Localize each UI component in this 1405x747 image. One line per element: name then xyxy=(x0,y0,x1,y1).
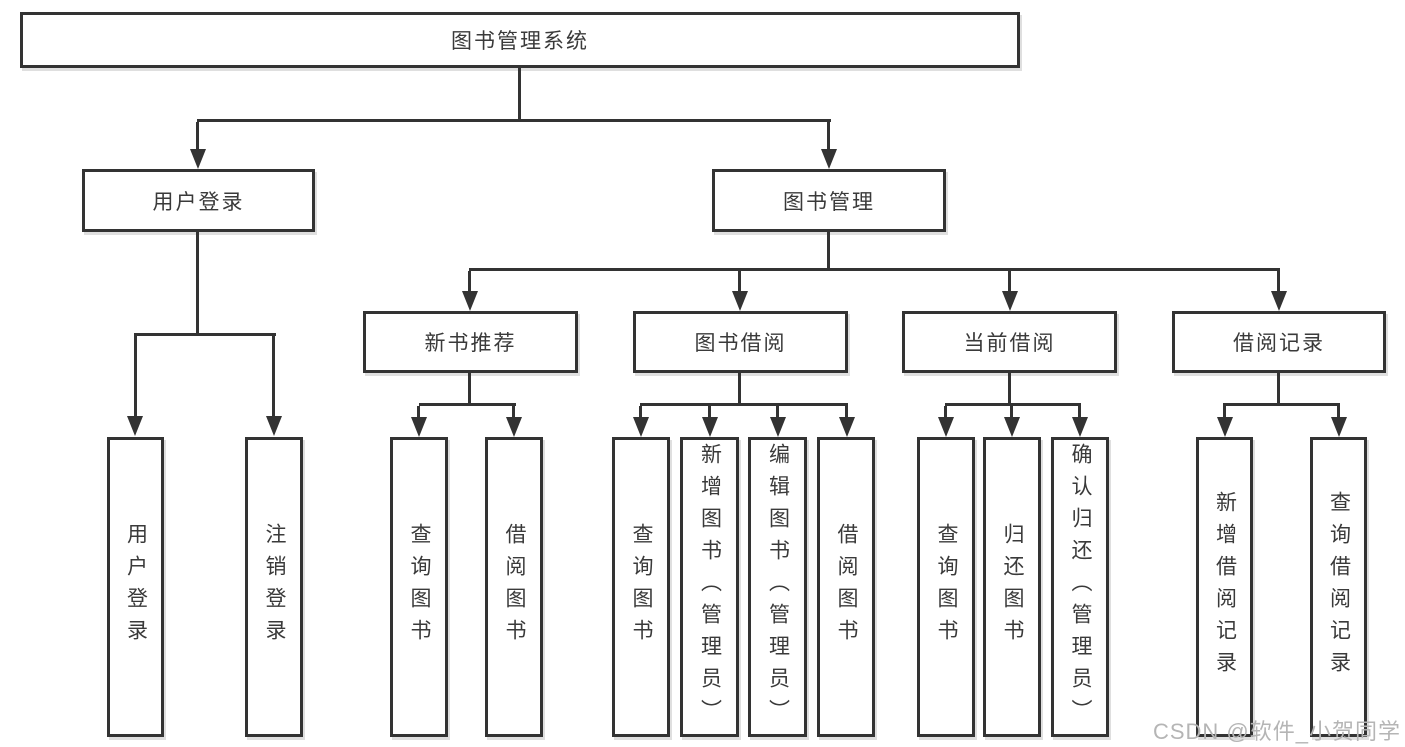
node-label: 图书借阅 xyxy=(694,332,787,355)
connector-line xyxy=(134,336,137,418)
node-label: 新增借阅记录 xyxy=(1213,491,1237,683)
node-label: 借阅图书 xyxy=(503,523,526,651)
node-borrow-records: 借阅记录 xyxy=(1172,311,1386,373)
arrowhead-down-icon xyxy=(1002,291,1018,311)
arrowhead-down-icon xyxy=(633,417,649,437)
arrowhead-down-icon xyxy=(702,417,718,437)
node-label: 归还图书 xyxy=(1001,523,1024,651)
node-label: 查询图书 xyxy=(630,523,653,651)
connector-line xyxy=(945,403,1081,406)
node-label: 注销登录 xyxy=(263,523,286,651)
leaf-borrow-books: 借阅图书 xyxy=(817,437,875,737)
arrowhead-down-icon xyxy=(1072,417,1088,437)
arrowhead-down-icon xyxy=(732,291,748,311)
connector-line xyxy=(1223,406,1226,419)
arrowhead-down-icon xyxy=(266,416,282,436)
connector-line xyxy=(196,122,199,151)
connector-line xyxy=(738,271,741,293)
connector-line xyxy=(827,232,830,271)
leaf-edit-book-admin: 编辑图书（管理员） xyxy=(748,437,807,737)
node-new-book-recommend: 新书推荐 xyxy=(363,311,578,373)
connector-line xyxy=(1010,406,1013,419)
connector-line xyxy=(419,403,516,406)
node-label: 图书管理系统 xyxy=(451,30,589,53)
connector-line xyxy=(272,336,275,418)
node-current-borrow: 当前借阅 xyxy=(902,311,1117,373)
node-label: 用户登录 xyxy=(124,523,148,651)
connector-line xyxy=(197,119,831,122)
node-label: 新增图书（管理员） xyxy=(698,443,722,731)
leaf-logout: 注销登录 xyxy=(245,437,303,737)
connector-line xyxy=(776,406,779,419)
arrowhead-down-icon xyxy=(839,417,855,437)
node-book-borrow: 图书借阅 xyxy=(633,311,848,373)
connector-line xyxy=(639,406,642,419)
watermark-text: CSDN @软件_小贺同学 xyxy=(1152,719,1401,744)
connector-line xyxy=(1337,406,1340,419)
arrowhead-down-icon xyxy=(190,149,206,169)
connector-line xyxy=(1223,403,1340,406)
connector-line xyxy=(640,403,848,406)
connector-line xyxy=(944,406,947,419)
arrowhead-down-icon xyxy=(411,417,427,437)
connector-line xyxy=(417,406,420,419)
node-label: 新书推荐 xyxy=(424,332,517,355)
connector-line xyxy=(1277,271,1280,293)
leaf-query-borrow-record: 查询借阅记录 xyxy=(1310,437,1367,737)
node-label: 借阅记录 xyxy=(1233,332,1325,355)
connector-line xyxy=(827,122,830,151)
connector-line xyxy=(1008,373,1011,406)
arrowhead-down-icon xyxy=(938,417,954,437)
arrowhead-down-icon xyxy=(1217,417,1233,437)
leaf-query-books-recommend: 查询图书 xyxy=(390,437,448,737)
connector-line xyxy=(845,406,848,419)
connector-line xyxy=(196,232,199,336)
leaf-query-books-borrow: 查询图书 xyxy=(612,437,670,737)
node-book-management-branch: 图书管理 xyxy=(712,169,946,232)
arrowhead-down-icon xyxy=(127,416,143,436)
connector-line xyxy=(1078,406,1081,419)
node-label: 用户登录 xyxy=(152,190,245,214)
arrowhead-down-icon xyxy=(1331,417,1347,437)
leaf-add-book-admin: 新增图书（管理员） xyxy=(680,437,739,737)
arrowhead-down-icon xyxy=(821,149,837,169)
node-label: 确认归还（管理员） xyxy=(1069,443,1092,731)
node-label: 查询图书 xyxy=(935,523,958,651)
connector-line xyxy=(469,268,1280,271)
node-label: 图书管理 xyxy=(783,190,875,214)
leaf-return-book: 归还图书 xyxy=(983,437,1041,737)
arrowhead-down-icon xyxy=(506,417,522,437)
node-label: 当前借阅 xyxy=(963,332,1056,355)
connector-line xyxy=(468,271,471,293)
connector-line xyxy=(738,373,741,406)
node-label: 查询借阅记录 xyxy=(1327,491,1351,683)
node-label: 查询图书 xyxy=(408,523,431,651)
leaf-add-borrow-record: 新增借阅记录 xyxy=(1196,437,1253,737)
arrowhead-down-icon xyxy=(1271,291,1287,311)
leaf-borrow-books-recommend: 借阅图书 xyxy=(485,437,543,737)
connector-line xyxy=(1277,373,1280,406)
connector-line xyxy=(468,373,471,406)
arrowhead-down-icon xyxy=(1004,417,1020,437)
node-user-login-branch: 用户登录 xyxy=(82,169,315,232)
node-book-management-system: 图书管理系统 xyxy=(20,12,1020,68)
connector-line xyxy=(134,333,276,336)
connector-line xyxy=(1008,271,1011,293)
arrowhead-down-icon xyxy=(770,417,786,437)
connector-line xyxy=(708,406,711,419)
node-label: 借阅图书 xyxy=(835,523,858,651)
node-label: 编辑图书（管理员） xyxy=(766,443,790,731)
leaf-query-books-current: 查询图书 xyxy=(917,437,975,737)
leaf-confirm-return-admin: 确认归还（管理员） xyxy=(1051,437,1109,737)
connector-line xyxy=(512,406,515,419)
leaf-user-login: 用户登录 xyxy=(107,437,164,737)
arrowhead-down-icon xyxy=(462,291,478,311)
connector-line xyxy=(518,68,521,122)
